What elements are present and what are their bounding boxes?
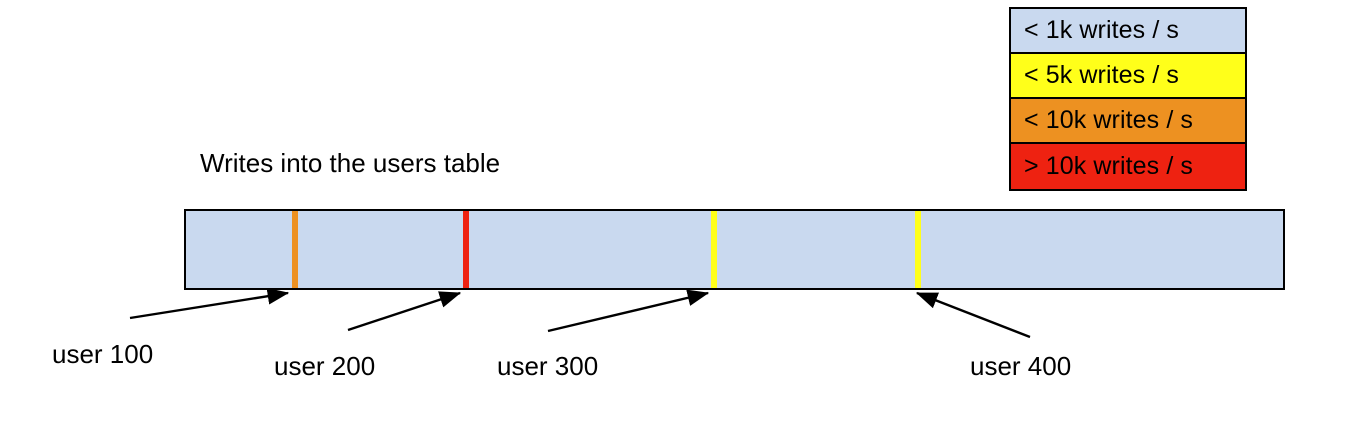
callout-label-user-100: user 100 [52,339,154,369]
callout-label-user-200: user 200 [274,351,376,381]
legend-row-under-5k: < 5k writes / s [1011,54,1245,99]
bar-base-fill [186,211,1283,288]
legend-label-under-1k: < 1k writes / s [1024,16,1180,44]
writes-per-second-legend: < 1k writes / s < 5k writes / s < 10k wr… [1009,7,1247,191]
legend-row-under-10k: < 10k writes / s [1011,99,1245,144]
bar-stripe-user-300 [711,211,717,288]
callout-label-user-300: user 300 [497,351,599,381]
legend-label-under-10k: < 10k writes / s [1024,106,1194,134]
callout-arrow-user-200 [347,291,462,332]
legend-label-over-10k: > 10k writes / s [1024,152,1194,180]
bar-stripe-user-400 [915,211,921,288]
callout-arrow-user-400 [915,291,1031,339]
callout-arrow-user-100 [129,287,290,320]
legend-row-over-10k: > 10k writes / s [1011,144,1245,189]
users-table-write-heatmap-bar [184,209,1285,290]
chart-title: Writes into the users table [200,148,501,178]
bar-stripe-user-200 [463,211,469,288]
callout-label-user-400: user 400 [970,351,1072,381]
legend-label-under-5k: < 5k writes / s [1024,61,1180,89]
callout-arrow-user-300 [547,289,710,333]
legend-row-under-1k: < 1k writes / s [1011,9,1245,54]
bar-stripe-user-100 [292,211,298,288]
